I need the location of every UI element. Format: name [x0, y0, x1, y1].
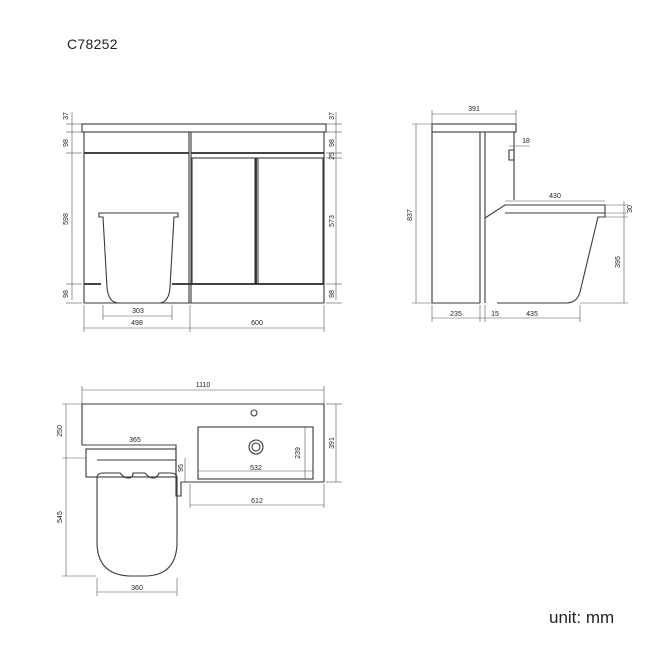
dim-front-37-right: 37 — [329, 112, 336, 120]
dim-side-435: 435 — [526, 311, 538, 318]
dim-side-18: 18 — [522, 138, 530, 145]
product-code: C78252 — [67, 36, 118, 52]
plan-view: 1110 250 365 95 532 239 391 612 545 — [57, 382, 342, 596]
dim-plan-250: 250 — [57, 425, 64, 437]
dim-front-498: 498 — [131, 320, 143, 327]
dim-plan-365: 365 — [129, 437, 141, 444]
side-view: 391 18 430 30 837 395 235 15 435 — [407, 106, 634, 322]
dim-side-430: 430 — [549, 193, 561, 200]
dim-front-98-top-right: 98 — [329, 139, 336, 147]
unit-label: unit: mm — [549, 608, 615, 627]
dim-plan-545: 545 — [57, 511, 64, 523]
front-toilet — [98, 212, 179, 304]
dim-front-598: 598 — [63, 213, 70, 225]
dim-front-37-left: 37 — [63, 112, 70, 120]
plan-basin — [197, 426, 314, 480]
dim-plan-612: 612 — [251, 498, 263, 505]
tap-hole — [250, 409, 258, 417]
dim-front-98-bottom-right: 98 — [329, 290, 336, 298]
front-body — [83, 132, 325, 304]
waste-inner — [251, 442, 261, 452]
dim-plan-532: 532 — [250, 465, 262, 472]
dim-side-391: 391 — [468, 106, 480, 113]
dim-side-235: 235 — [450, 311, 462, 318]
dim-plan-95: 95 — [178, 464, 185, 472]
front-view: 37 98 598 98 37 98 25 573 98 303 498 600 — [63, 112, 342, 332]
dim-plan-239: 239 — [295, 447, 302, 459]
dim-front-98-bottom-left: 98 — [63, 290, 70, 298]
dim-plan-360: 360 — [131, 585, 143, 592]
dim-side-395: 395 — [615, 256, 622, 268]
waste-outer — [248, 439, 264, 455]
left-door — [191, 157, 256, 285]
dim-plan-1110: 1110 — [196, 382, 211, 389]
right-door — [257, 157, 324, 285]
dim-front-573: 573 — [329, 215, 336, 227]
plan-toilet — [96, 459, 178, 577]
dim-front-25: 25 — [329, 152, 336, 160]
dim-front-98-top-left: 98 — [63, 139, 70, 147]
dim-side-30: 30 — [627, 205, 634, 213]
dim-front-600: 600 — [251, 320, 263, 327]
dim-side-15: 15 — [491, 311, 499, 318]
dim-plan-391: 391 — [329, 437, 336, 449]
front-countertop — [81, 123, 327, 133]
side-toilet — [484, 204, 606, 304]
plan-vanity — [81, 403, 325, 497]
side-countertop — [431, 123, 517, 133]
dim-front-303: 303 — [132, 308, 144, 315]
dim-side-837: 837 — [407, 209, 414, 221]
